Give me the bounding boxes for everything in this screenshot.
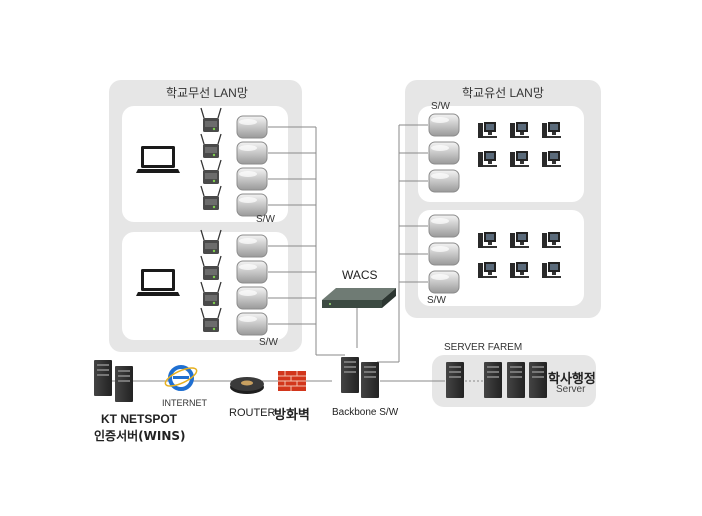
internet-explorer-icon (164, 365, 198, 391)
network-switch-icon (236, 141, 268, 165)
network-switch-icon (236, 167, 268, 191)
router-label: ROUTER (229, 407, 276, 419)
server-tower-icon (484, 362, 502, 398)
backbone-label: Backbone S/W (332, 407, 399, 418)
wired-switch-label-top: S/W (431, 101, 450, 112)
network-switch-icon (236, 193, 268, 217)
connection-lines (110, 124, 485, 382)
server-tower-icon (507, 362, 525, 398)
network-switch-icon (428, 169, 460, 193)
router-icon (230, 377, 264, 394)
network-switch-icon (236, 312, 268, 336)
wacs-appliance-icon (322, 288, 396, 308)
network-switch-icon (236, 260, 268, 284)
internet-label: INTERNET (162, 398, 207, 408)
network-switch-icon (236, 234, 268, 258)
haksa-server-title: 학사행정 (548, 372, 596, 387)
haksa-server-subtitle: Server (556, 384, 586, 395)
network-switch-icon (236, 115, 268, 139)
wireless-switch-label-top: S/W (256, 214, 275, 225)
wireless-switch-label-bottom: S/W (259, 337, 278, 348)
network-switch-icon (428, 242, 460, 266)
network-switch-icon (428, 214, 460, 238)
network-switch-icon (236, 286, 268, 310)
network-switch-icon (428, 141, 460, 165)
firewall-label: 방화벽 (274, 408, 310, 423)
wired-switch-label-bottom: S/W (427, 295, 446, 306)
server-farm-label: SERVER FAREM (444, 342, 523, 353)
firewall-icon (278, 371, 306, 391)
server-tower-icon (529, 362, 547, 398)
kt-netspot-label: KT NETSPOT (101, 412, 178, 426)
wired-lan-title: 학교유선 LAN망 (462, 86, 544, 100)
server-tower-icon (446, 362, 464, 398)
wacs-label: WACS (342, 268, 378, 282)
network-switch-icon (428, 270, 460, 294)
backbone-switch-icon (341, 357, 379, 398)
network-switch-icon (428, 113, 460, 137)
wireless-lan-title: 학교무선 LAN망 (166, 86, 248, 100)
kt-auth-server-label: 인증서버(WINS) (94, 429, 186, 443)
